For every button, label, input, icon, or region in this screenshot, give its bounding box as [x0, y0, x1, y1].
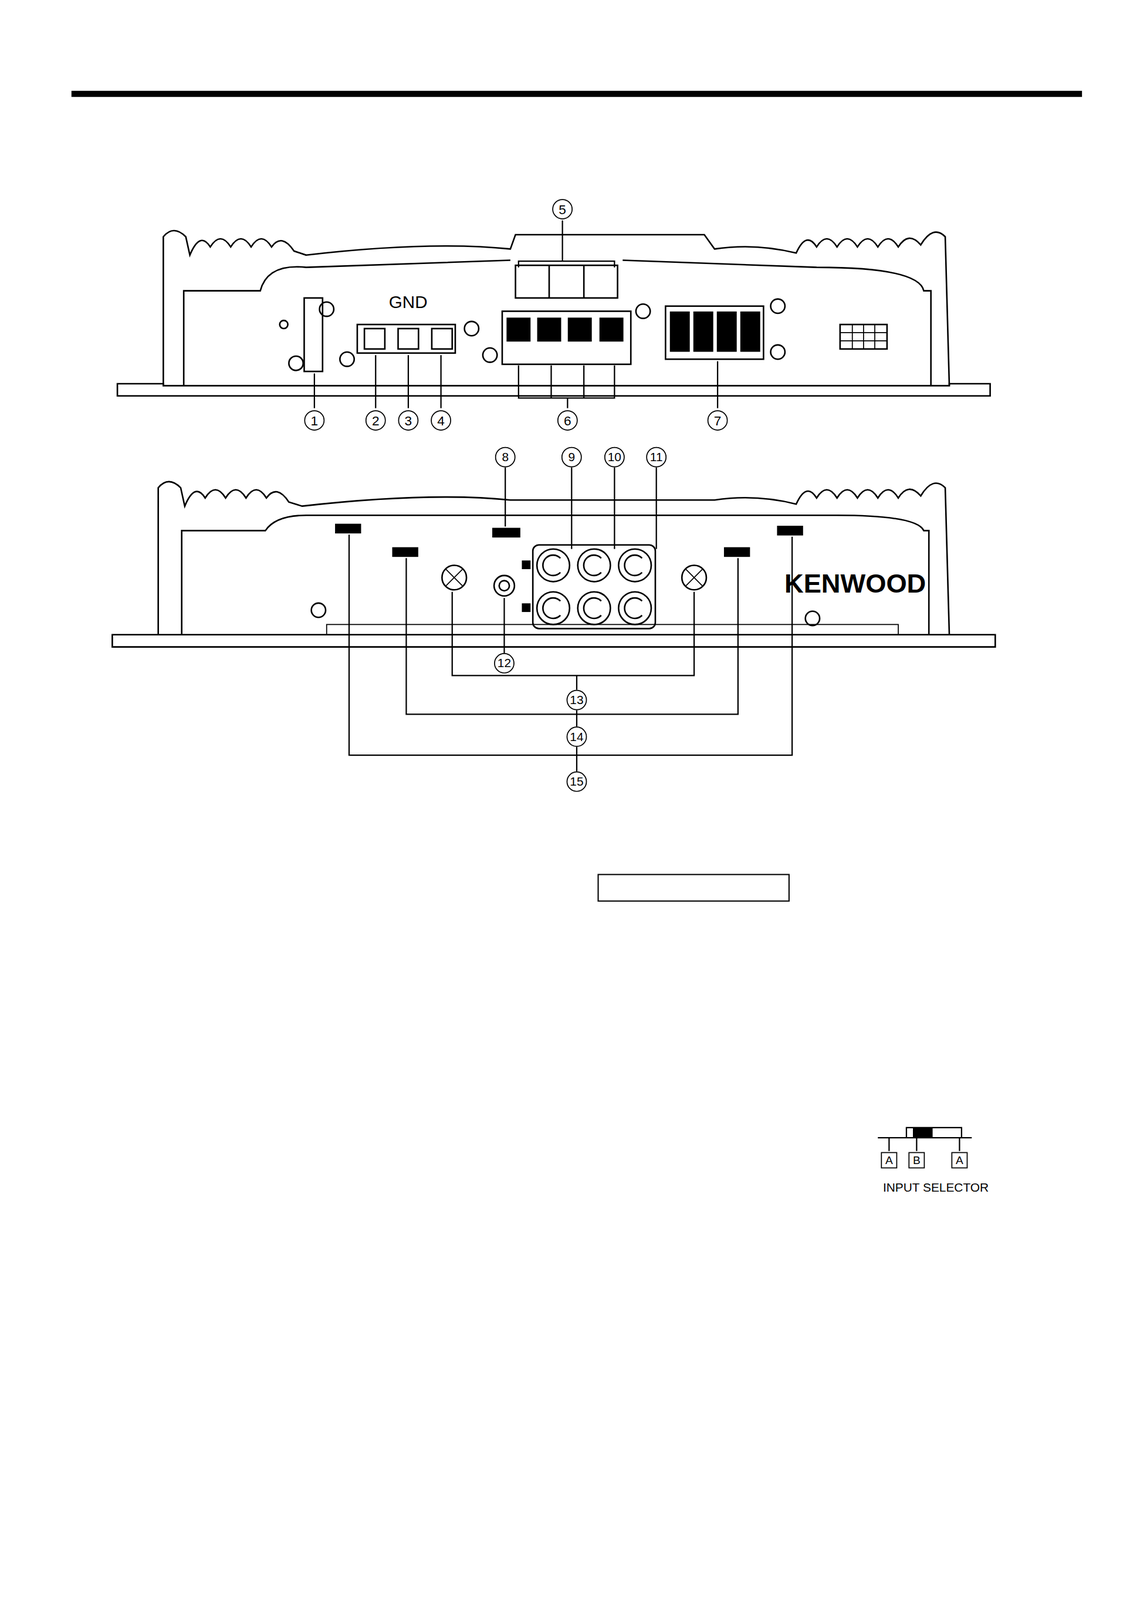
header-rule [71, 90, 1082, 97]
callout-number: 9 [561, 447, 583, 468]
callout-number: 4 [430, 410, 452, 431]
callout-number: 8 [495, 447, 516, 468]
node-text: 9 [567, 451, 575, 464]
node-text: 11 [650, 451, 663, 464]
callout-number: 3 [398, 410, 419, 431]
node-text: 7 [714, 413, 722, 428]
selector-position-box: A [880, 1152, 898, 1169]
node-text: 12 [497, 657, 512, 670]
selector-position-box: B [908, 1152, 925, 1169]
node-text: 5 [558, 202, 567, 216]
node-text: 3 [404, 413, 413, 428]
leader-lines [314, 220, 718, 409]
node-text: 8 [501, 451, 509, 464]
callout-number: 1 [303, 410, 325, 431]
brand-logo: KENWOOD [784, 570, 926, 597]
blank-box [598, 874, 790, 901]
node-text: A [955, 1154, 964, 1166]
switch-label: INPUT SELECTOR [882, 1181, 989, 1194]
rca-jacks [536, 549, 652, 625]
callout-number: 12 [494, 653, 515, 674]
callout-number: 6 [557, 410, 578, 431]
node-text: A [885, 1154, 893, 1166]
callout-number: 2 [365, 410, 387, 431]
callout-number: 14 [566, 726, 588, 747]
amplifier-top-view [117, 230, 991, 397]
node-text: 2 [371, 413, 380, 428]
callout-number: 7 [707, 410, 729, 431]
callout-number: 10 [604, 447, 625, 468]
callout-number: 11 [645, 447, 667, 468]
node-text: 1 [310, 413, 319, 428]
node-text: 6 [563, 413, 572, 428]
node-text: 13 [569, 694, 584, 707]
node-text: 4 [437, 413, 445, 428]
node-text: 14 [569, 730, 584, 743]
callout-number: 15 [566, 771, 588, 793]
input-selector-switch [877, 1127, 972, 1152]
callout-number: 5 [552, 198, 573, 220]
selector-position-box: A [951, 1152, 968, 1169]
power-terminal-label: GND [388, 293, 428, 311]
node-text: 15 [569, 775, 584, 788]
amplifier-front-view [112, 481, 996, 648]
node-text: B [912, 1154, 921, 1166]
leader-lines [349, 467, 793, 772]
node-text: 10 [607, 451, 622, 464]
callout-number: 13 [566, 689, 588, 711]
